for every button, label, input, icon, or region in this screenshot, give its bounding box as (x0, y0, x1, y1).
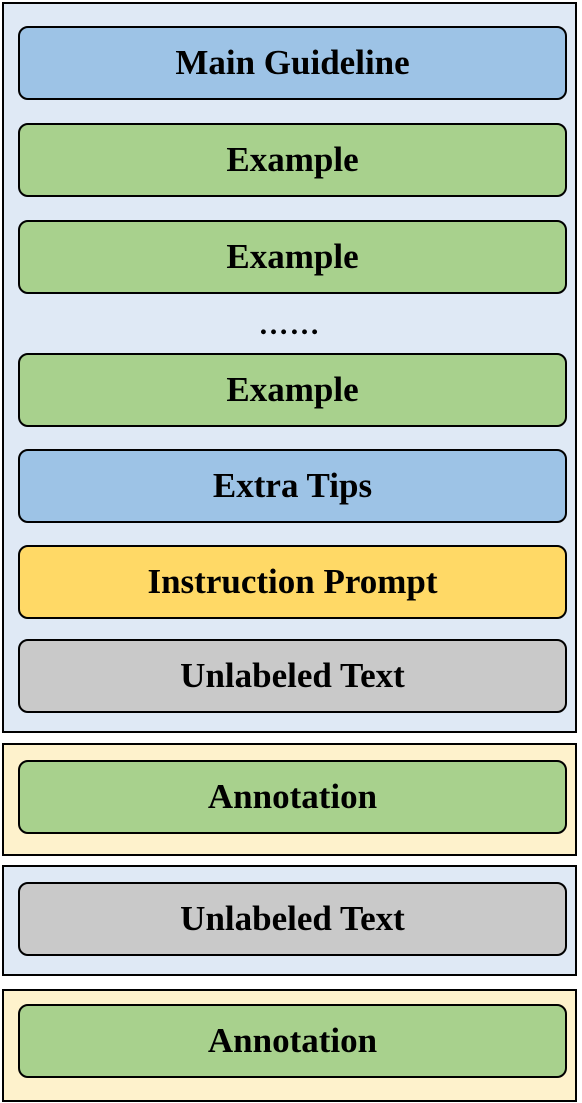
extra-tips-box: Extra Tips (18, 449, 567, 523)
ellipsis: …… (258, 308, 321, 341)
input-panel-2: Unlabeled Text (2, 865, 577, 976)
example-box-n: Example (18, 353, 567, 427)
main-guideline-box: Main Guideline (18, 26, 567, 100)
unlabeled-text-box: Unlabeled Text (18, 639, 567, 713)
example-box-1: Example (18, 123, 567, 197)
annotation-panel-1: Annotation (2, 743, 577, 856)
example-box-2: Example (18, 220, 567, 294)
prompt-panel: Main Guideline Example Example …… Exampl… (2, 2, 577, 733)
annotation-box-1: Annotation (18, 760, 567, 834)
annotation-box-2: Annotation (18, 1004, 567, 1078)
annotation-panel-2: Annotation (2, 989, 577, 1102)
unlabeled-text-box-2: Unlabeled Text (18, 882, 567, 956)
instruction-prompt-box: Instruction Prompt (18, 545, 567, 619)
